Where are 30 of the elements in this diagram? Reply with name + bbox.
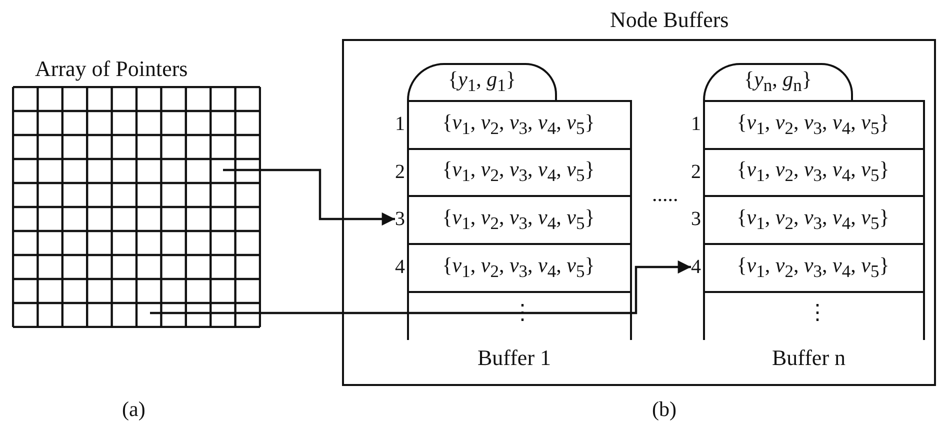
ellipsis-dots: ..... <box>652 182 678 206</box>
panel-caption: (b) <box>652 397 676 421</box>
tab-text: {y$_{n}$, g$_{n}$} <box>744 67 812 98</box>
row-number: 3 <box>691 207 701 231</box>
arrow <box>223 168 395 226</box>
panel-title: Node Buffers <box>610 8 729 34</box>
row-number: 1 <box>691 112 701 136</box>
row-text: {v$_{1}$, v$_{2}$, v$_{3}$, v$_{4}$, v$_{5}$} <box>442 110 595 140</box>
row-number: 1 <box>395 112 405 136</box>
buffer-label: Buffer 1 <box>478 346 552 372</box>
row-number: 3 <box>395 207 405 231</box>
row-text: {v$_{1}$, v$_{2}$, v$_{3}$, v$_{4}$, v$_{5}$} <box>442 204 595 236</box>
row-text: {v$_{1}$, v$_{2}$, v$_{3}$, v$_{4}$, v$_{5}$} <box>442 252 595 284</box>
tab-text: {y$_{1}$, g$_{1}$} <box>448 67 516 98</box>
row-number: 4 <box>395 255 405 279</box>
panel-caption: (a) <box>122 397 146 421</box>
row-text: {v$_{1}$, v$_{2}$, v$_{3}$, v$_{4}$, v$_{5}$} <box>736 157 890 188</box>
row-number: 4 <box>691 255 701 279</box>
row-text: {v$_{1}$, v$_{2}$, v$_{3}$, v$_{4}$, v$_{5}$} <box>736 252 890 284</box>
arrow <box>150 260 691 314</box>
buffer-header-tab <box>407 63 557 100</box>
buffer-label: Buffer n <box>772 346 846 372</box>
buffer-header-tab <box>703 63 853 100</box>
row-text: {v$_{1}$, v$_{2}$, v$_{3}$, v$_{4}$, v$_{5}$} <box>442 157 595 188</box>
row-number: 2 <box>691 160 701 184</box>
row-text: {v$_{1}$, v$_{2}$, v$_{3}$, v$_{4}$, v$_{5}$} <box>736 204 890 236</box>
array-title: Array of Pointers <box>35 57 189 83</box>
row-text: {v$_{1}$, v$_{2}$, v$_{3}$, v$_{4}$, v$_{5}$} <box>736 110 890 140</box>
vertical-ellipsis: ⋮ <box>807 300 828 324</box>
row-number: 2 <box>395 160 405 184</box>
